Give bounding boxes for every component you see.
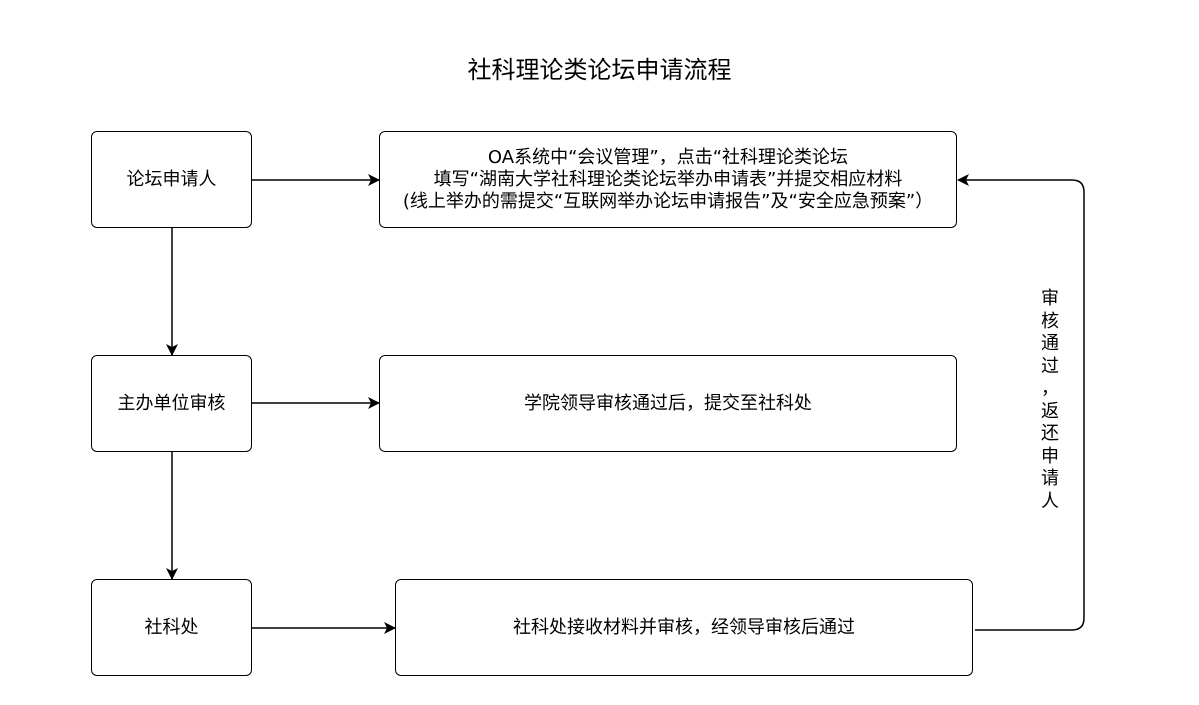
return-label-char: ， bbox=[1041, 378, 1059, 399]
diagram-title: 社科理论类论坛申请流程 bbox=[467, 56, 732, 84]
return-label-char: 返 bbox=[1041, 400, 1059, 422]
organizer-review-node: 主办单位审核 bbox=[91, 355, 252, 452]
return-label-char: 人 bbox=[1041, 490, 1059, 512]
return-label-char: 通 bbox=[1041, 333, 1059, 354]
return-label-char: 申 bbox=[1041, 445, 1059, 467]
college-review-label: 学院领导审核通过后，提交至社科处 bbox=[524, 392, 812, 414]
oa-submit-line-3: (线上举办的需提交“互联网举办论坛申请报告”及“安全应急预案”） bbox=[402, 190, 934, 212]
oa-submit-line-1: OA系统中“会议管理”，点击“社科理论类论坛 bbox=[487, 146, 849, 168]
oa-submit-line-2: 填写“湖南大学社科理论类论坛举办申请表”并提交相应材料 bbox=[433, 168, 903, 190]
return-edge-label: 审 核 通 过 ， 返 还 申 请 人 bbox=[1038, 288, 1062, 513]
return-label-char: 还 bbox=[1041, 423, 1059, 444]
return-label-char: 过 bbox=[1041, 355, 1059, 377]
office-process-node: 社科处接收材料并审核，经领导审核后通过 bbox=[395, 579, 973, 676]
office-process-label: 社科处接收材料并审核，经领导审核后通过 bbox=[513, 616, 855, 638]
applicant-node: 论坛申请人 bbox=[91, 131, 252, 228]
return-label-char: 审 bbox=[1041, 288, 1059, 309]
arrow-return-to-oa bbox=[957, 174, 1085, 631]
social-science-office-node: 社科处 bbox=[91, 579, 252, 676]
oa-submit-node: OA系统中“会议管理”，点击“社科理论类论坛 填写“湖南大学社科理论类论坛举办申… bbox=[379, 131, 957, 228]
college-review-node: 学院领导审核通过后，提交至社科处 bbox=[379, 355, 957, 452]
return-label-char: 请 bbox=[1041, 468, 1059, 489]
organizer-review-label: 主办单位审核 bbox=[117, 392, 226, 414]
applicant-label: 论坛申请人 bbox=[126, 168, 217, 190]
return-label-char: 核 bbox=[1041, 310, 1059, 332]
social-science-office-label: 社科处 bbox=[144, 616, 199, 638]
